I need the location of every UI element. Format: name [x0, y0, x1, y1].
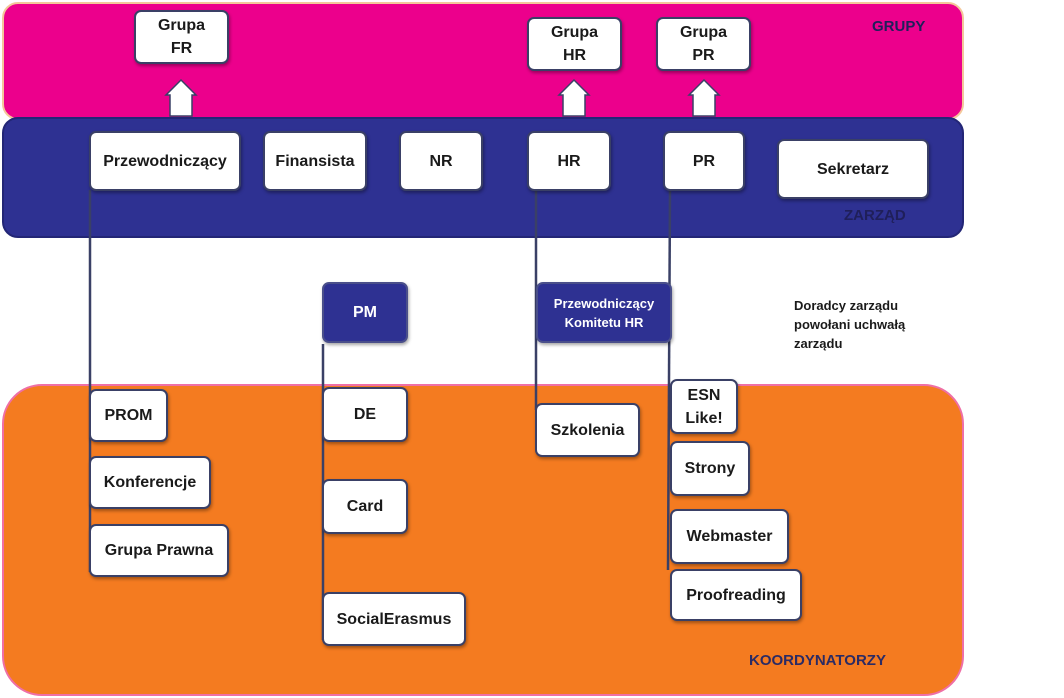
- coordinator-card-box: Card: [322, 479, 408, 534]
- group-hr-line2: HR: [562, 47, 587, 64]
- coordinator-konferencje-box: Konferencje: [89, 456, 211, 509]
- coordinator-proofreading-box: Proofreading: [670, 569, 802, 621]
- esn-like-line1: ESN: [687, 386, 721, 404]
- coordinators-band-label: KOORDYNATORZY: [749, 652, 886, 669]
- group-pr-line1: Grupa: [679, 24, 728, 41]
- board-nr-box: NR: [399, 131, 483, 191]
- coordinator-szkolenia-box: Szkolenia: [535, 403, 640, 457]
- board-band-label: ZARZĄD: [844, 207, 906, 224]
- coordinator-strony-box: Strony: [670, 441, 750, 496]
- board-chair-box: Przewodniczący: [89, 131, 241, 191]
- hr-committee-chair-line1: Przewodniczący: [553, 295, 655, 311]
- coordinator-social-erasmus-box: SocialErasmus: [322, 592, 466, 646]
- esn-like-line2: Like!: [685, 409, 723, 427]
- coordinator-webmaster-box: Webmaster: [670, 509, 789, 564]
- group-pr-line2: PR: [692, 47, 715, 64]
- pm-box: PM: [322, 282, 408, 343]
- group-fr-line1: Grupa: [157, 17, 206, 34]
- board-finance-box: Finansista: [263, 131, 367, 191]
- hr-committee-chair-line2: Komitetu HR: [564, 314, 644, 330]
- board-secretary-box: Sekretarz: [777, 139, 929, 199]
- advisors-note: Doradcy zarządu powołani uchwałą zarządu: [794, 296, 969, 353]
- coordinator-de-box: DE: [322, 387, 408, 442]
- advisors-note-line3: zarządu: [794, 336, 843, 351]
- coordinator-prom-box: PROM: [89, 389, 168, 442]
- board-hr-box: HR: [527, 131, 611, 191]
- coordinator-esn-like-box: ESN Like!: [670, 379, 738, 434]
- advisors-note-line2: powołani uchwałą: [794, 317, 906, 332]
- advisors-note-line1: Doradcy zarządu: [794, 298, 899, 313]
- groups-band-label: GRUPY: [872, 18, 926, 35]
- group-fr-line2: FR: [170, 40, 193, 57]
- group-hr-line1: Grupa: [550, 24, 599, 41]
- board-pr-box: PR: [663, 131, 745, 191]
- coordinator-grupa-prawna-box: Grupa Prawna: [89, 524, 229, 577]
